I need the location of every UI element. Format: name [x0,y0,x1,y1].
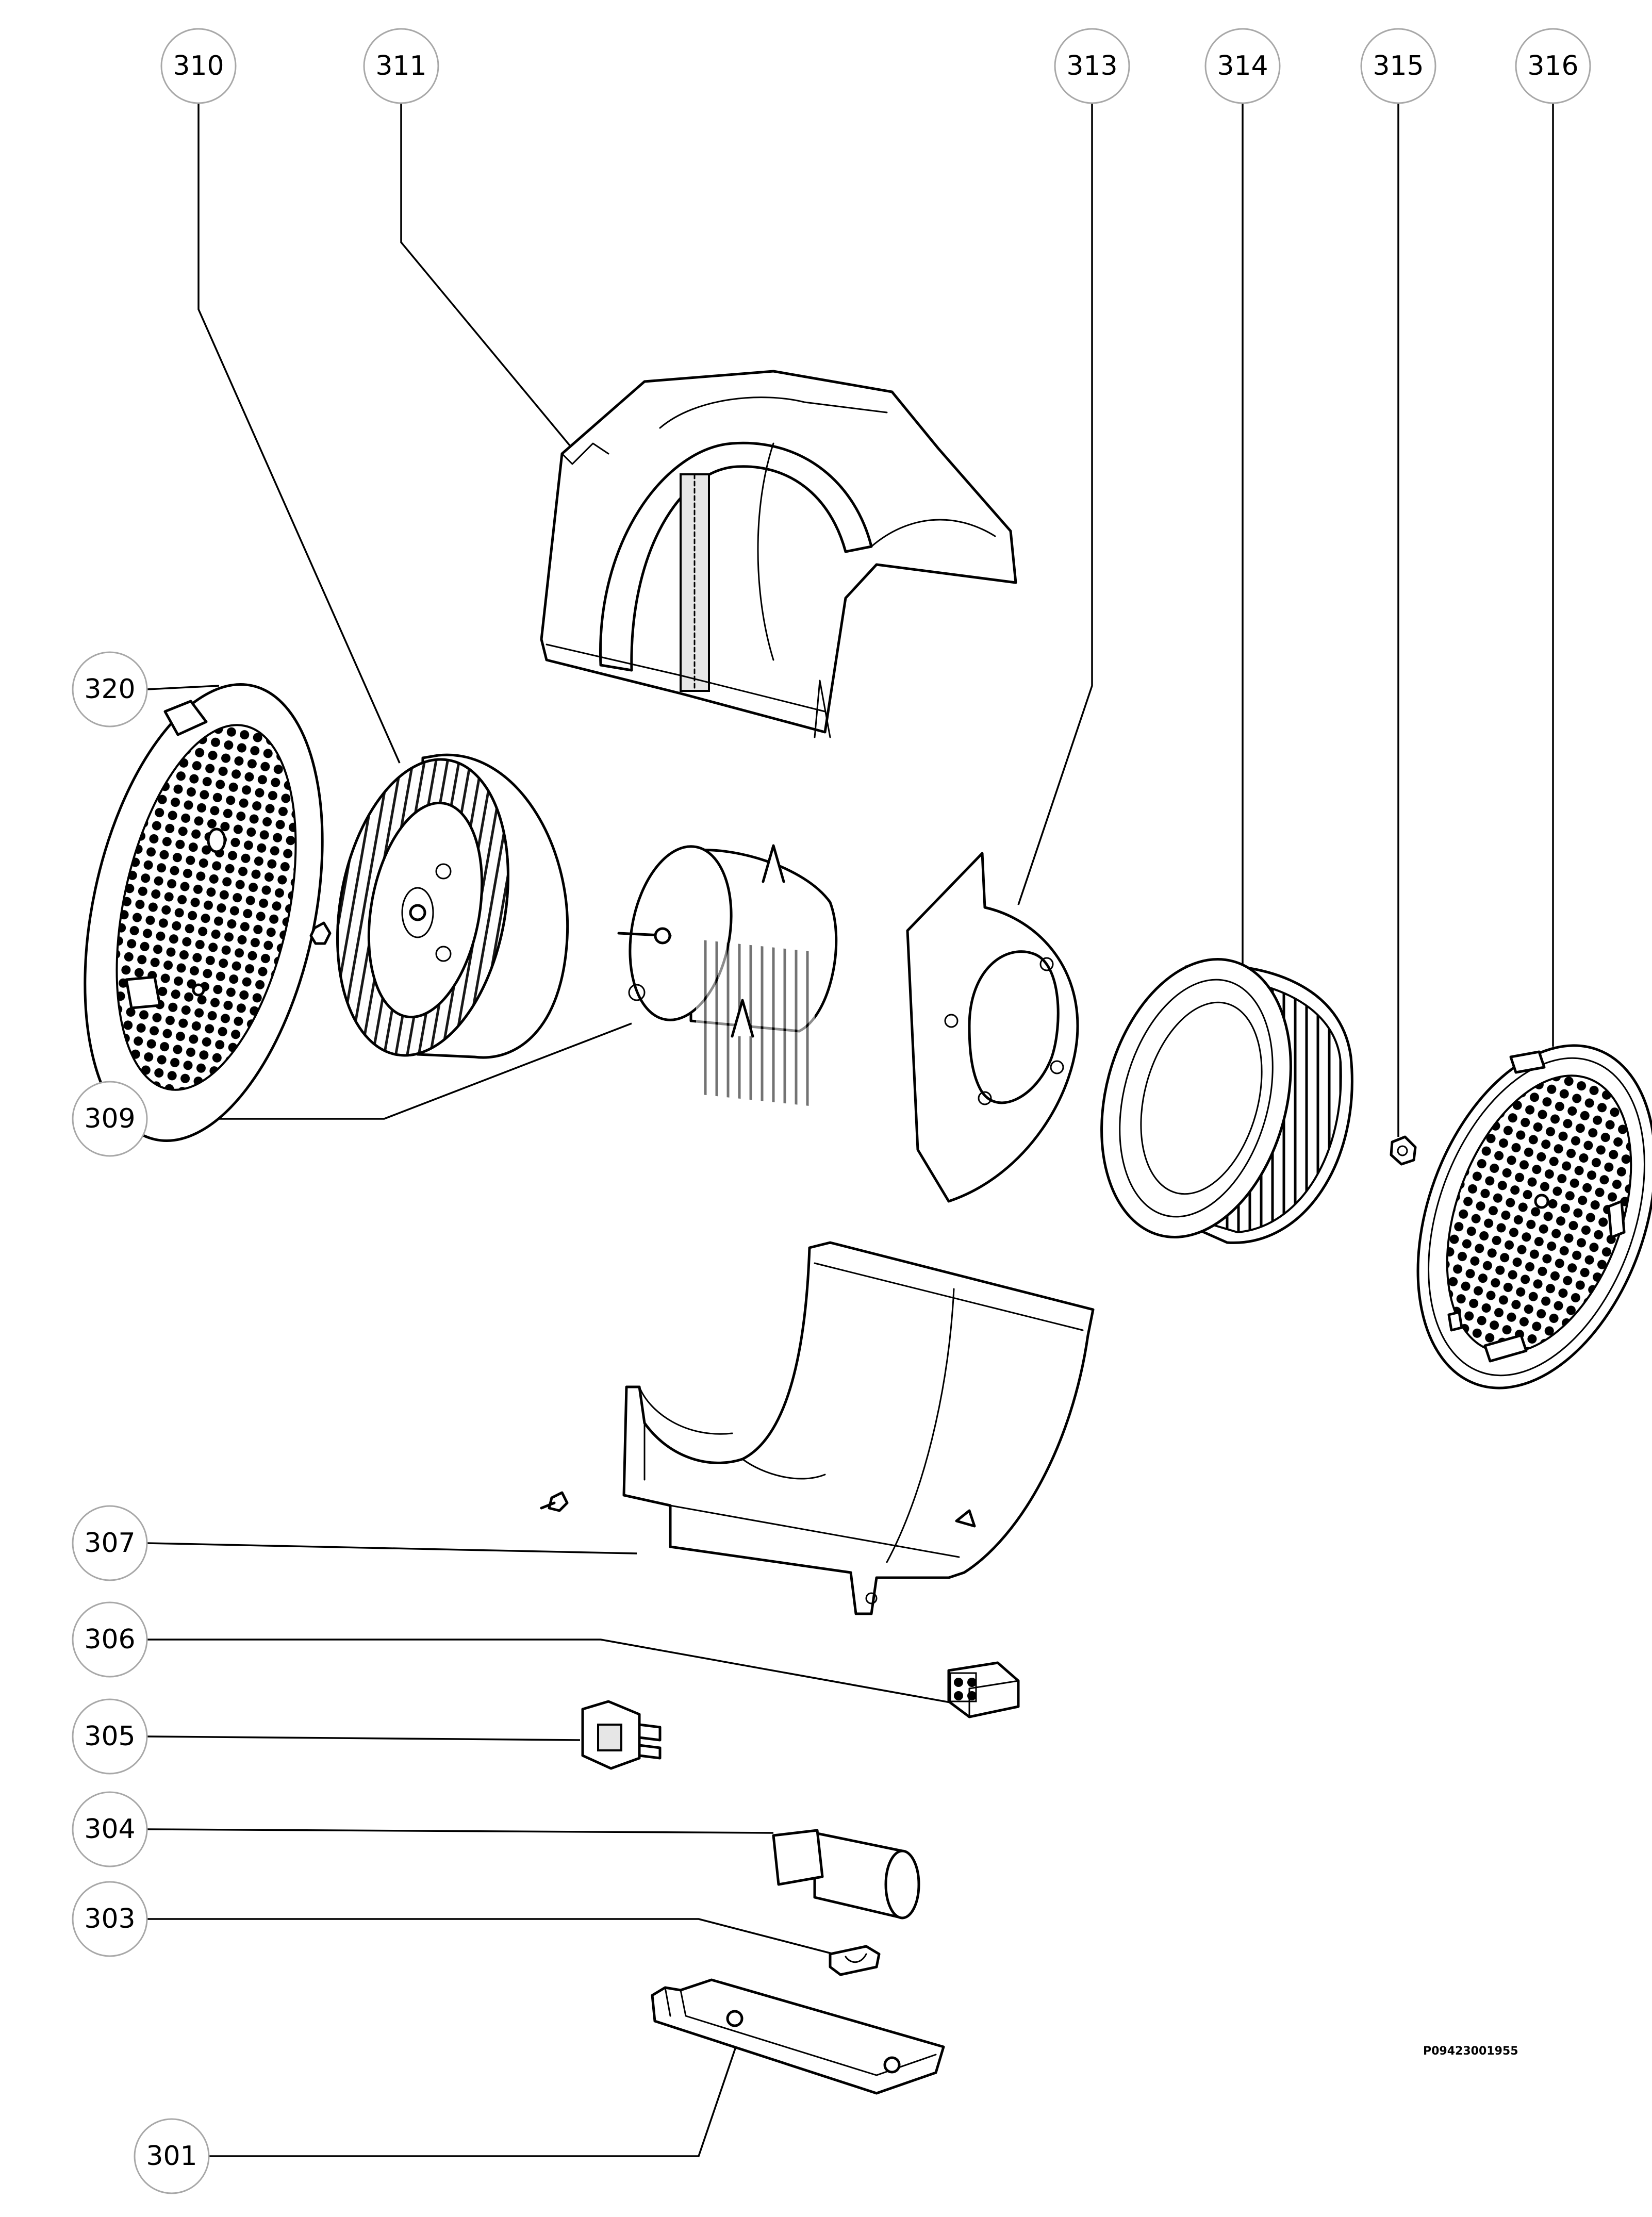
leader-306 [147,1639,960,1705]
leader-301 [209,2027,744,2157]
right-nut-part [1390,1135,1417,1166]
plug-connector-part [581,1700,662,1770]
callout-label-314: 314 [1217,51,1268,81]
callout-label-320: 320 [84,674,135,705]
callout-315: 315 [1360,28,1436,104]
callout-label-306: 306 [84,1624,135,1655]
callout-label-304: 304 [84,1814,135,1845]
right-fan-wheel-part [1100,958,1353,1244]
callout-label-311: 311 [375,51,426,81]
leader-303 [147,1918,838,1956]
connector-block-part [947,1661,1020,1718]
callout-310: 310 [160,28,237,104]
leader-309 [147,1022,632,1120]
callout-label-315: 315 [1373,51,1424,81]
clamp-part [829,1945,881,1976]
leader-310 [197,103,401,764]
callout-307: 307 [72,1505,148,1581]
callout-309: 309 [72,1081,148,1157]
motor-part [617,844,838,1107]
leader-307 [146,1542,637,1554]
left-fan-wheel-part [309,753,569,1059]
leader-313 [1017,103,1093,905]
callout-316: 316 [1515,28,1591,104]
lower-housing-part [540,1241,1095,1615]
left-grille-part [84,683,324,1142]
callout-306: 306 [72,1601,148,1678]
leader-311 [400,103,573,450]
callout-label-316: 316 [1527,51,1578,81]
right-grille-part [1416,1044,1652,1389]
callout-320: 320 [72,651,148,727]
callout-313: 313 [1054,28,1130,104]
callout-305: 305 [72,1698,148,1775]
callout-311: 311 [363,28,439,104]
callout-314: 314 [1204,28,1281,104]
drawing-reference-code: P09423001955 [1423,2045,1518,2058]
leader-304 [146,1828,774,1834]
callout-label-307: 307 [84,1528,135,1559]
callout-label-303: 303 [84,1904,135,1934]
cover-plate-part [651,1978,945,2095]
callout-label-313: 313 [1066,51,1117,81]
callout-label-310: 310 [173,51,224,81]
callout-304: 304 [72,1791,148,1867]
leader-320 [146,685,220,690]
callout-303: 303 [72,1881,148,1957]
upper-housing-part [540,370,1017,738]
callout-301: 301 [134,2118,210,2194]
callout-label-309: 309 [84,1103,135,1134]
capacitor-part [772,1829,920,1920]
callout-label-305: 305 [84,1721,135,1752]
mounting-plate-part [906,852,1079,1203]
leader-305 [146,1735,581,1741]
leader-lines [146,103,1554,2157]
callout-label-301: 301 [146,2141,197,2172]
